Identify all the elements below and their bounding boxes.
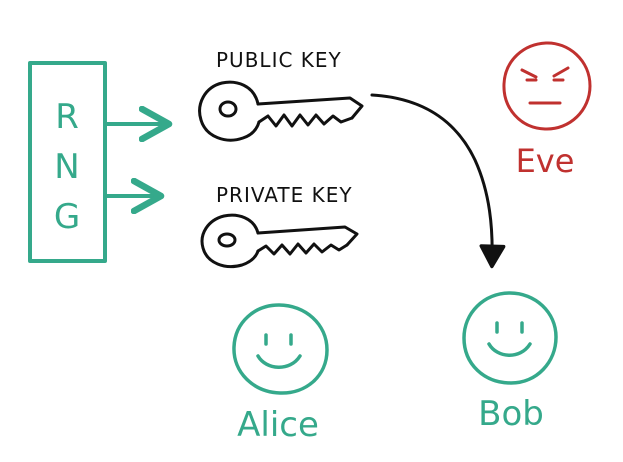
rng-box-outline: [28, 61, 107, 263]
rng-letter-r: R: [55, 97, 79, 137]
private-key-label: PRIVATE KEY: [216, 183, 353, 207]
public-key-icon: [198, 80, 364, 142]
rng-letter-g: G: [54, 197, 80, 237]
alice-label: Alice: [237, 405, 319, 445]
rng-box: R N G: [28, 61, 107, 263]
rng-letter-n: N: [54, 147, 79, 187]
public-key-to-bob-arrow: [370, 93, 506, 269]
bob-face-icon: [462, 291, 558, 385]
public-key-label: PUBLIC KEY: [216, 48, 342, 72]
eve-face-icon: [502, 41, 592, 131]
bob-label: Bob: [478, 394, 544, 434]
eve-label: Eve: [516, 142, 575, 180]
private-key-icon: [200, 213, 359, 269]
alice-face-icon: [232, 303, 329, 395]
